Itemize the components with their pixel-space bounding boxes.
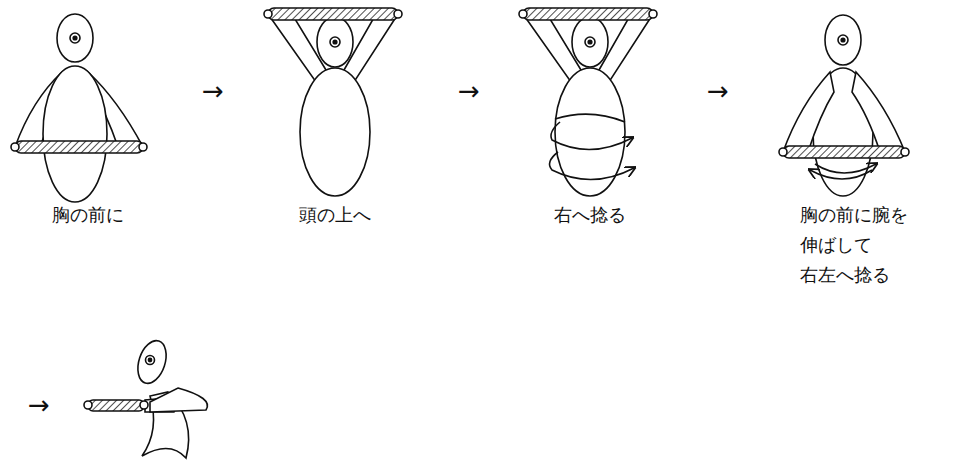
step-arrow: → (707, 76, 729, 106)
figure-chest (11, 14, 147, 202)
figure-twist-both (779, 15, 909, 196)
step-caption: 胸の前に (52, 200, 124, 230)
step-caption: 頭の上へ (299, 200, 371, 230)
step-arrow: → (28, 390, 50, 420)
figure-overhead (264, 8, 402, 196)
figure-twist-right (519, 8, 657, 196)
figure-side (84, 337, 207, 458)
step-caption: 右へ捻る (554, 200, 626, 230)
step-arrow: → (458, 76, 480, 106)
step-caption: 胸の前に腕を 伸ばして 右左へ捻る (800, 200, 913, 290)
step-arrow: → (202, 76, 224, 106)
